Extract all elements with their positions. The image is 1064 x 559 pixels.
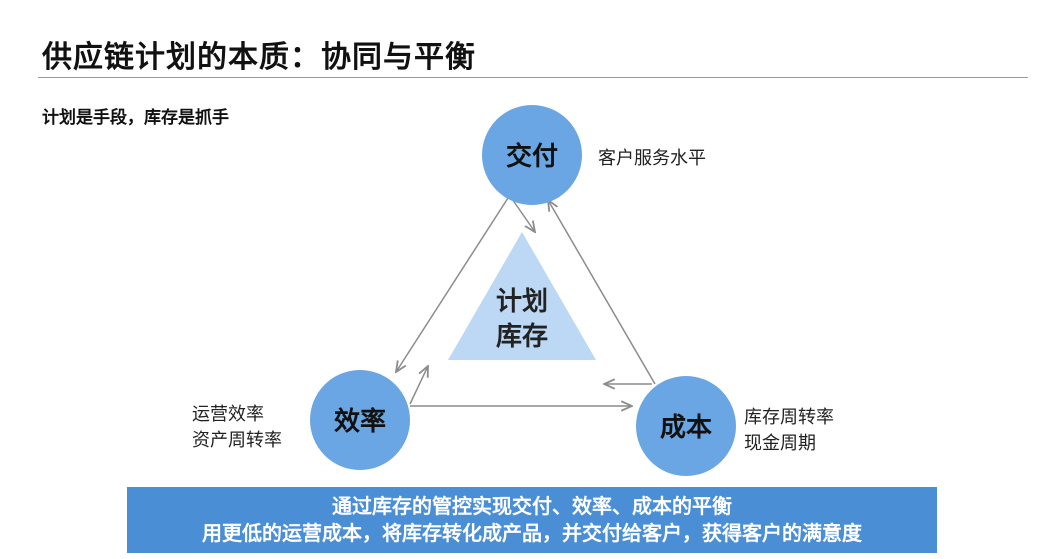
node-delivery-circle [482,105,582,205]
page-title: 供应链计划的本质：协同与平衡 [42,40,476,75]
title-divider [38,77,1028,78]
node-delivery-label: 交付 [506,141,558,172]
node-efficiency-circle [310,370,410,470]
efficiency-notes: 运营效率 资产周转率 [192,402,282,454]
cost-notes: 库存周转率 现金周期 [744,405,834,457]
summary-banner: 通过库存的管控实现交付、效率、成本的平衡 用更低的运营成本，将库存转化成产品，并… [127,487,937,553]
arrow-delivery-to-efficiency [396,197,509,372]
cost-note-2: 现金周期 [744,433,816,454]
center-triangle [448,232,596,360]
node-cost-circle [636,376,736,476]
cost-note-1: 库存周转率 [744,407,834,428]
center-label-inventory: 库存 [496,322,548,352]
banner-line-1: 通过库存的管控实现交付、效率、成本的平衡 [332,494,732,518]
subtitle: 计划是手段，库存是抓手 [42,108,229,128]
node-cost-label: 成本 [660,413,712,443]
efficiency-note-2: 资产周转率 [192,430,282,451]
efficiency-note-1: 运营效率 [192,404,264,425]
arrow-cost-to-delivery [548,200,656,385]
arrow-efficiency-to-center [409,366,428,405]
banner-line-2: 用更低的运营成本，将库存转化成产品，并交付给客户，获得客户的满意度 [202,521,862,545]
center-label-plan: 计划 [496,287,548,317]
arrow-delivery-to-center [509,195,535,232]
node-efficiency-label: 效率 [334,406,386,437]
delivery-note: 客户服务水平 [598,148,706,169]
